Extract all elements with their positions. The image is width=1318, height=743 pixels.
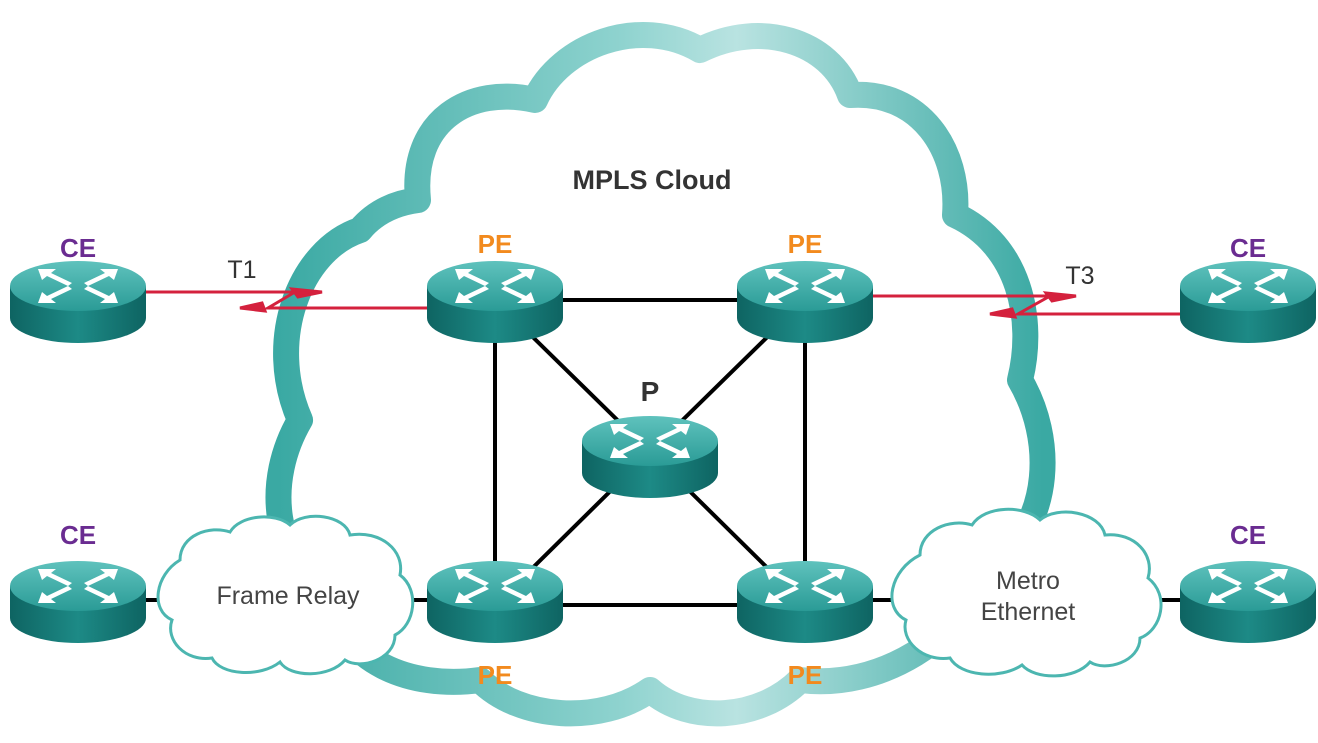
ce-router-bottom-right	[1180, 561, 1316, 643]
t3-serial-link	[805, 294, 1248, 316]
serial-links	[78, 287, 1248, 319]
p-core-router	[582, 416, 718, 498]
ce-label-bottom-left: CE	[59, 520, 97, 550]
t3-link-label: T3	[1065, 262, 1095, 290]
pe-router-bottom-right	[737, 561, 873, 643]
metro-ethernet-cloud	[890, 507, 1163, 678]
pe-router-top-left	[427, 261, 563, 343]
ce-router-top-right	[1180, 261, 1316, 343]
p-router-label: P	[640, 376, 660, 407]
frame-relay-cloud	[156, 514, 415, 676]
t1-serial-link	[78, 290, 495, 310]
pe-router-bottom-left	[427, 561, 563, 643]
pe-label-bottom-left: PE	[477, 660, 513, 690]
metro-ethernet-label-line2: Ethernet	[980, 598, 1076, 626]
ce-label-top-right: CE	[1229, 233, 1267, 263]
ce-router-bottom-left	[10, 561, 146, 643]
ce-label-top-left: CE	[59, 233, 97, 263]
metro-ethernet-label-line1: Metro	[996, 567, 1060, 595]
metro-ethernet-label: Metro Ethernet	[981, 566, 1076, 628]
ce-router-top-left	[10, 261, 146, 343]
pe-label-top-left: PE	[477, 229, 513, 259]
t1-link-label: T1	[227, 256, 257, 284]
pe-label-top-right: PE	[787, 229, 823, 259]
ce-label-bottom-right: CE	[1229, 520, 1267, 550]
frame-relay-label: Frame Relay	[216, 582, 360, 610]
pe-label-bottom-right: PE	[787, 660, 823, 690]
pe-router-top-right	[737, 261, 873, 343]
mpls-cloud-label: MPLS Cloud	[572, 165, 732, 195]
